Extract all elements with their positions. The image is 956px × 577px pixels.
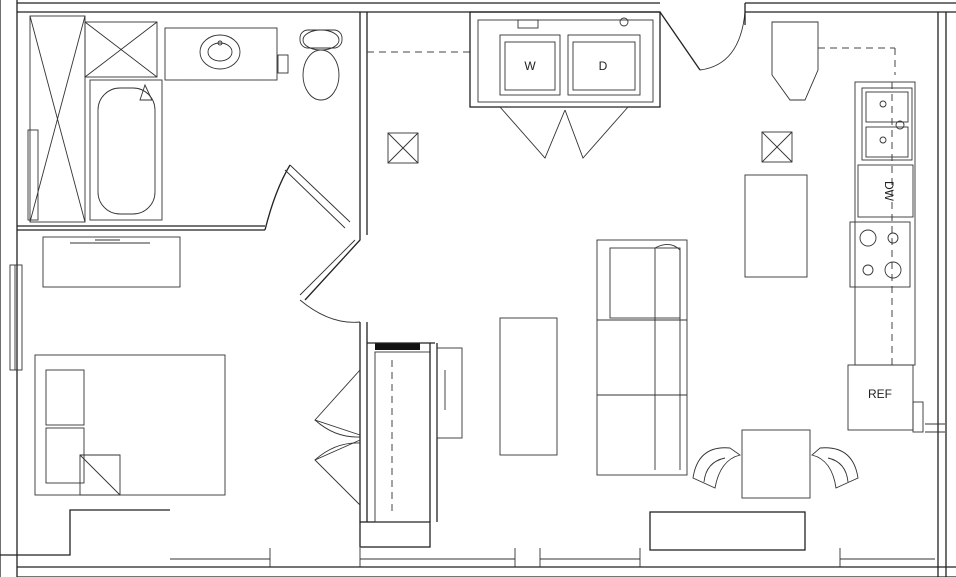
washer [499,34,561,96]
sofa-icon [596,239,688,476]
ceiling-fixtures [387,131,793,164]
toilet-icon [299,29,343,101]
dishwasher-label: DW [882,181,896,202]
bed-icon [34,354,226,496]
chair-icon [692,447,742,489]
laundry-closet: W D [469,11,661,159]
dryer [567,34,641,96]
kitchen-island [744,174,808,278]
washer-label: W [524,59,536,73]
bathroom [27,15,343,223]
chair-icon [811,447,859,489]
dishwasher [857,164,914,218]
dining-area [692,429,859,499]
kitchen-sink-icon [861,87,913,161]
kitchen: DW REF [744,21,945,433]
living-area [499,239,688,476]
sink-icon [199,34,241,70]
interior-walls [17,3,896,523]
range-icon [849,221,911,288]
bedroom [34,236,226,496]
refrigerator-label: REF [868,387,892,401]
bathtub-icon [89,79,163,221]
refrigerator [847,364,914,431]
counter [854,81,916,366]
dresser [42,236,181,288]
vanity [164,27,278,81]
coffee-table [499,317,558,456]
dining-table [741,429,811,499]
dryer-label: D [599,59,608,73]
shower [29,15,86,223]
